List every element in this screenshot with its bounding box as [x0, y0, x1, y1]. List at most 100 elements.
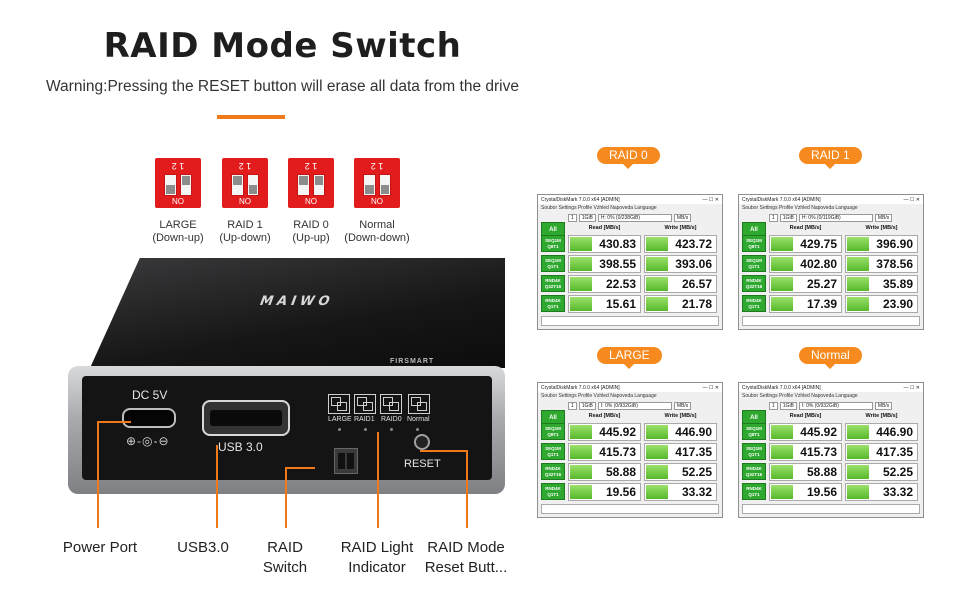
dip-switch-raid1: 1 2 NO [222, 158, 268, 208]
read-value: 15.61 [568, 295, 641, 313]
drive-select[interactable]: H: 0% (0/119GiB) [798, 214, 873, 222]
led-indicator [338, 428, 341, 431]
led-label-large: LARGE [328, 416, 352, 423]
dc-power-port[interactable] [122, 408, 176, 428]
usb-label: USB 3.0 [218, 440, 263, 454]
led-label-normal: Normal [407, 416, 430, 423]
count-select[interactable]: 1 [568, 214, 577, 222]
usb3-port[interactable] [202, 400, 290, 436]
mode-pill-raid0: RAID 0 [597, 147, 660, 169]
read-value: 445.92 [769, 423, 842, 441]
read-value: 429.75 [769, 235, 842, 253]
write-value: 23.90 [845, 295, 918, 313]
reset-warning: Warning:Pressing the RESET button will e… [46, 78, 519, 95]
callout-line [285, 467, 287, 528]
dip-no-label: NO [371, 197, 383, 206]
size-select[interactable]: 1GiB [578, 402, 596, 410]
read-bar [771, 297, 793, 311]
callout-line [285, 467, 315, 469]
size-select[interactable]: 1GiB [779, 214, 797, 222]
write-value: 417.35 [845, 443, 918, 461]
drive-select[interactable]: H: 0% (0/238GiB) [597, 214, 672, 222]
window-menu[interactable]: Soubor Settings Profile Vzhled Napoveda … [742, 205, 858, 211]
write-bar [646, 237, 668, 251]
window-controls-icon[interactable]: — ☐ ✕ [903, 197, 920, 203]
count-select[interactable]: 1 [769, 214, 778, 222]
comment-field[interactable] [742, 504, 920, 514]
callout-usb: USB3.0 [177, 539, 229, 556]
dip-label-normal: Normal(Down-down) [344, 219, 410, 244]
write-value: 378.56 [845, 255, 918, 273]
write-bar [646, 465, 668, 479]
read-value: 430.83 [568, 235, 641, 253]
dip-switch-raid0: 1 2 NO [288, 158, 334, 208]
read-bar [570, 237, 592, 251]
write-bar [646, 445, 668, 459]
led-label-raid1: RAID1 [354, 416, 375, 423]
window-controls-icon[interactable]: — ☐ ✕ [702, 197, 719, 203]
write-bar [847, 257, 869, 271]
read-value: 19.56 [568, 483, 641, 501]
dip-numbers: 1 2 [238, 161, 252, 171]
comment-field[interactable] [541, 316, 719, 326]
read-bar [771, 445, 793, 459]
write-header: Write [MB/s] [664, 225, 697, 231]
unit-select[interactable]: MB/s [874, 214, 893, 222]
window-menu[interactable]: Soubor Settings Profile Vzhled Napoveda … [742, 393, 858, 399]
window-controls-icon[interactable]: — ☐ ✕ [702, 385, 719, 391]
read-value: 22.53 [568, 275, 641, 293]
window-titlebar: CrystalDiskMark 7.0.0 x64 [ADMIN]— ☐ ✕ [739, 195, 923, 204]
dip-numbers: 1 2 [304, 161, 318, 171]
write-value: 35.89 [845, 275, 918, 293]
dip-numbers: 1 2 [171, 161, 185, 171]
drive-select[interactable]: I: 0% (0/932GiB) [798, 402, 873, 410]
dip-no-label: NO [239, 197, 251, 206]
dip-label-raid0: RAID 0(Up-up) [292, 219, 330, 244]
window-menu[interactable]: Soubor Settings Profile Vzhled Napoveda … [541, 393, 657, 399]
led-indicator [364, 428, 367, 431]
write-value: 393.06 [644, 255, 717, 273]
write-bar [847, 425, 869, 439]
size-select[interactable]: 1GiB [578, 214, 596, 222]
dip-no-label: NO [172, 197, 184, 206]
unit-select[interactable]: MB/s [673, 402, 692, 410]
count-select[interactable]: 1 [769, 402, 778, 410]
led-raid1-icon [354, 394, 376, 414]
window-menu[interactable]: Soubor Settings Profile Vzhled Napoveda … [541, 205, 657, 211]
write-bar [646, 277, 668, 291]
raid-mode-switch[interactable] [334, 448, 358, 474]
comment-field[interactable] [742, 316, 920, 326]
drive-select[interactable]: I: 0% (0/932GiB) [597, 402, 672, 410]
benchmark-controls: 1 1GiB I: 0% (0/932GiB) MB/s [568, 402, 692, 410]
unit-select[interactable]: MB/s [874, 402, 893, 410]
count-select[interactable]: 1 [568, 402, 577, 410]
window-titlebar: CrystalDiskMark 7.0.0 x64 [ADMIN]— ☐ ✕ [538, 383, 722, 392]
comment-field[interactable] [541, 504, 719, 514]
benchmark-controls: 1 1GiB I: 0% (0/932GiB) MB/s [769, 402, 893, 410]
size-select[interactable]: 1GiB [779, 402, 797, 410]
unit-select[interactable]: MB/s [673, 214, 692, 222]
read-bar [570, 485, 592, 499]
reset-button[interactable] [414, 434, 430, 450]
mode-pill-normal: Normal [799, 347, 862, 369]
window-controls-icon[interactable]: — ☐ ✕ [903, 385, 920, 391]
write-value: 26.57 [644, 275, 717, 293]
